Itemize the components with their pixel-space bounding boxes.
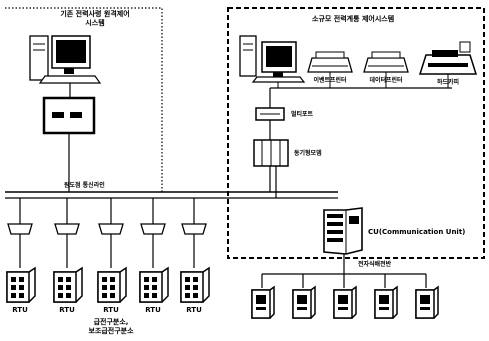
- rtu-icon: [97, 266, 127, 303]
- multiport-icon: [255, 107, 285, 121]
- data-printer-label: 데이터프린터: [369, 77, 403, 84]
- legacy-system-title-line1: 기존 전력사령 원격제어: [60, 10, 130, 18]
- modem-icon: [181, 223, 207, 235]
- legacy-system-title-line2: 시스템: [85, 19, 105, 27]
- rtu-unit-2: [53, 198, 83, 303]
- legacy-frontend-box-icon: [42, 96, 96, 135]
- rtu-label-3: RTU: [103, 306, 119, 314]
- distributor-panel-icon-2: [292, 274, 316, 319]
- hard-copy-printer-icon: [418, 41, 478, 75]
- electronic-distributor-label: 전자식배전반: [358, 261, 392, 268]
- data-printer-icon: [363, 51, 409, 73]
- modem-icon: [7, 223, 33, 235]
- rtu-icon: [180, 266, 210, 303]
- distributor-panel-icon-4: [374, 274, 398, 319]
- modem-icon: [140, 223, 166, 235]
- rtu-label-5: RTU: [186, 306, 202, 314]
- legacy-workstation-icon: [29, 35, 102, 84]
- small-system-boundary: [227, 7, 485, 259]
- rtu-icon: [53, 266, 83, 303]
- multiport-label: 멀티포트: [291, 111, 314, 118]
- sync-modem-label: 동기형모뎀: [294, 150, 322, 157]
- event-printer-label: 이벤트프린터: [313, 77, 347, 84]
- distributor-panel-icon-3: [333, 274, 357, 319]
- rtu-label-2: RTU: [59, 306, 75, 314]
- rtu-unit-1: [6, 198, 36, 303]
- sync-modem-rack-icon: [253, 139, 289, 167]
- rtu-icon: [139, 266, 169, 303]
- rtu-label-1: RTU: [12, 306, 28, 314]
- rtu-unit-5: [180, 198, 210, 303]
- comm-line-label: 원도점 통신라인: [64, 182, 105, 189]
- rtu-icon: [6, 266, 36, 303]
- hard-copy-label: 하드카피: [436, 79, 460, 86]
- modem-icon: [54, 223, 80, 235]
- small-system-title: 소규모 전력계통 제어시스템: [312, 15, 395, 23]
- event-printer-icon: [307, 51, 353, 73]
- modem-icon: [98, 223, 124, 235]
- rtu-unit-3: [97, 198, 127, 303]
- substation-note-line2: 보조급전구분소: [88, 327, 134, 335]
- distributor-panel-icon-5: [415, 274, 439, 319]
- cu-label: CU(Communication Unit): [368, 228, 466, 236]
- communication-unit-icon: [323, 207, 363, 255]
- substation-note: 급전구분소, 보조급전구분소: [76, 318, 146, 336]
- control-workstation-icon: [239, 35, 306, 83]
- rtu-unit-4: [139, 198, 169, 303]
- distributor-panel-icon-1: [251, 274, 275, 319]
- substation-note-line1: 급전구분소,: [93, 318, 129, 326]
- rtu-label-4: RTU: [145, 306, 161, 314]
- legacy-system-title: 기존 전력사령 원격제어 시스템: [30, 10, 160, 28]
